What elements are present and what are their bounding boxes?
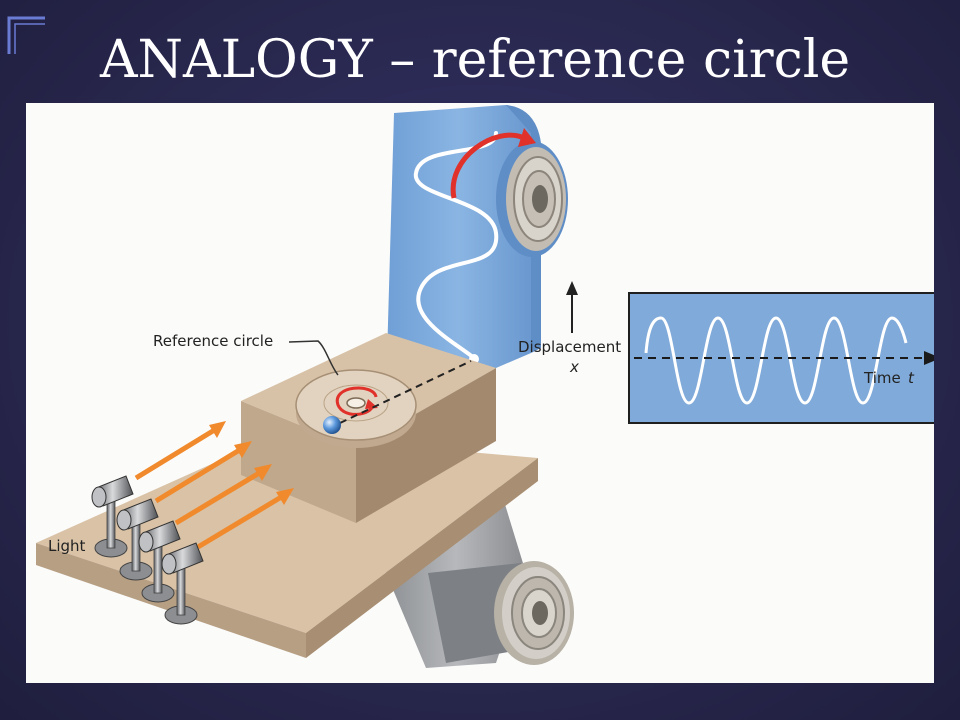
reference-circle-leader	[288, 340, 339, 376]
reference-circle-label: Reference circle	[153, 332, 273, 350]
diagram-panel: Reference circle Light Displacement x Ti…	[26, 103, 934, 683]
light-label: Light	[48, 537, 86, 555]
paper-roll-lower	[494, 561, 574, 665]
light-source-icon	[91, 475, 204, 625]
displacement-trace	[413, 131, 499, 360]
page-title: ANALOGY – reference circle	[100, 30, 851, 90]
projection-line	[339, 360, 472, 424]
disk-rotation-arrow-icon	[335, 386, 378, 416]
displacement-label: Displacement	[518, 338, 621, 356]
paper-roll-upper	[496, 141, 568, 257]
time-symbol: t	[908, 369, 915, 387]
light-beams	[134, 421, 294, 550]
sine-wave	[644, 316, 908, 405]
bracket-corner-icon	[7, 16, 45, 54]
reference-circle-disk	[295, 369, 417, 448]
displacement-symbol: x	[569, 358, 579, 376]
rotation-arrow-icon	[450, 132, 526, 199]
reference-ball	[323, 416, 341, 434]
time-label: Time	[863, 369, 901, 387]
reference-circle-diagram: Reference circle Light Displacement x Ti…	[36, 105, 934, 668]
rotation-arrowhead	[518, 128, 536, 147]
displacement-time-graph: Time t	[628, 292, 934, 424]
